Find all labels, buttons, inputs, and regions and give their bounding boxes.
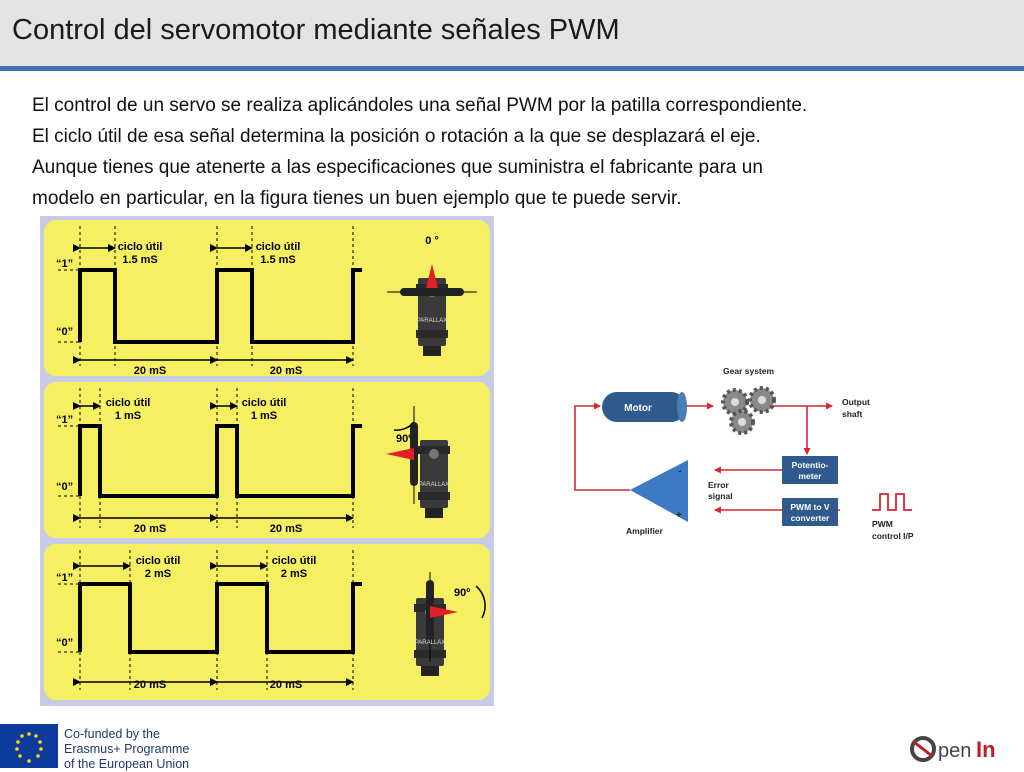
pwm-input-label: PWM xyxy=(872,519,893,529)
body-line: El ciclo útil de esa señal determina la … xyxy=(32,126,761,147)
pwm-timing-figure: “1” “0” ciclo útil 1.5 mS ciclo útil 1.5… xyxy=(40,216,494,706)
high-level-label: “1” xyxy=(56,414,73,426)
amplifier-label: Amplifier xyxy=(626,526,664,536)
pwm-panel-3: “1” “0” ciclo útil 2 mS ciclo útil 2 mS … xyxy=(44,544,490,700)
svg-text:In: In xyxy=(976,737,996,762)
body-paragraph: El control de un servo se realiza aplicá… xyxy=(32,90,1007,214)
svg-text:-: - xyxy=(678,466,681,477)
body-line: modelo en particular, en la figura tiene… xyxy=(32,188,682,209)
error-signal-label: signal xyxy=(708,491,733,501)
pwm-panel-1: “1” “0” ciclo útil 1.5 mS ciclo útil 1.5… xyxy=(44,220,490,377)
pulse-width-label: 1 mS xyxy=(115,410,141,422)
duty-cycle-label: ciclo útil xyxy=(118,241,163,253)
duty-cycle-label: ciclo útil xyxy=(106,397,151,409)
output-shaft-label: shaft xyxy=(842,409,862,419)
pwm-input-waveform xyxy=(872,493,912,511)
high-level-label: “1” xyxy=(56,258,73,270)
servo-icon: PARALLAX xyxy=(414,572,486,676)
servo-brand: PARALLAX xyxy=(415,640,446,646)
eu-cofunding-text: Co-funded by the Erasmus+ Programme of t… xyxy=(64,727,190,771)
svg-text:converter: converter xyxy=(791,513,830,523)
pulse-width-label: 1.5 mS xyxy=(260,254,295,266)
pulse-width-label: 1.5 mS xyxy=(122,254,157,266)
period-label: 20 mS xyxy=(134,365,166,377)
servo-block-diagram: Motor Gear system Output shaft Error sig… xyxy=(574,366,914,541)
low-level-label: “0” xyxy=(56,326,73,338)
svg-text:meter: meter xyxy=(798,471,822,481)
body-line: El control de un servo se realiza aplicá… xyxy=(32,95,808,116)
duty-cycle-label: ciclo útil xyxy=(272,555,317,567)
servo-brand: PARALLAX xyxy=(417,318,448,324)
output-shaft-label: Output xyxy=(842,397,870,407)
pulse-width-label: 2 mS xyxy=(281,568,307,580)
period-label: 20 mS xyxy=(134,523,166,535)
period-label: 20 mS xyxy=(270,365,302,377)
page-title: Control del servomotor mediante señales … xyxy=(12,14,620,46)
period-label: 20 mS xyxy=(134,679,166,691)
svg-text:PWM to V: PWM to V xyxy=(790,502,830,512)
potentiometer-block: Potentio- meter xyxy=(782,456,838,484)
title-bar: Control del servomotor mediante señales … xyxy=(0,0,1024,66)
svg-text:+: + xyxy=(676,510,682,521)
pwm-to-v-converter-block: PWM to V converter xyxy=(782,498,838,526)
servo-brand: PARALLAX xyxy=(419,482,450,488)
servo-angle-label: 90º xyxy=(396,433,412,445)
low-level-label: “0” xyxy=(56,481,73,493)
pwm-panel-2: “1” “0” ciclo útil 1 mS ciclo útil 1 mS … xyxy=(44,382,490,538)
period-label: 20 mS xyxy=(270,523,302,535)
duty-cycle-label: ciclo útil xyxy=(256,241,301,253)
amplifier-triangle: - + xyxy=(630,460,688,522)
servo-angle-label: 90º xyxy=(454,587,470,599)
svg-text:pen: pen xyxy=(938,740,971,762)
low-level-label: “0” xyxy=(56,637,73,649)
pulse-width-label: 1 mS xyxy=(251,410,277,422)
duty-cycle-label: ciclo útil xyxy=(136,555,181,567)
motor-block: Motor xyxy=(602,392,687,422)
servo-icon: PARALLAX xyxy=(387,264,477,356)
servo-icon: PARALLAX xyxy=(386,406,450,518)
high-level-label: “1” xyxy=(56,572,73,584)
openin-logo: pen In xyxy=(910,736,996,762)
body-line: Aunque tienes que atenerte a las especif… xyxy=(32,157,763,178)
pulse-width-label: 2 mS xyxy=(145,568,171,580)
svg-text:Motor: Motor xyxy=(624,403,652,414)
svg-text:Potentio-: Potentio- xyxy=(792,460,829,470)
gear-icon xyxy=(721,386,776,435)
error-signal-label: Error xyxy=(708,480,729,490)
gear-system-label: Gear system xyxy=(723,366,774,376)
eu-flag xyxy=(0,724,58,768)
title-divider xyxy=(0,66,1024,71)
pwm-input-label: control I/P xyxy=(872,531,914,541)
duty-cycle-label: ciclo útil xyxy=(242,397,287,409)
servo-angle-label: 0 ° xyxy=(425,235,439,247)
period-label: 20 mS xyxy=(270,679,302,691)
